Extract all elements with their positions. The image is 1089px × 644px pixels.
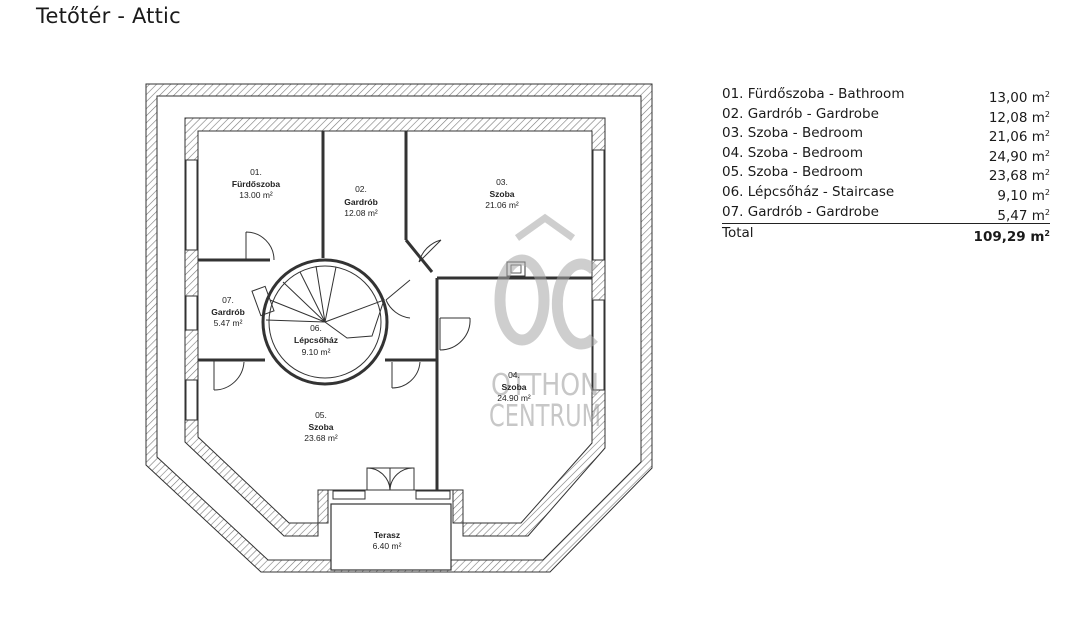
area-row-label: 05. Szoba - Bedroom bbox=[722, 164, 864, 181]
area-row-value: 23,68 m bbox=[988, 168, 1045, 185]
room-05-name: Szoba bbox=[308, 422, 333, 432]
area-row-value: 24,90 m bbox=[988, 148, 1045, 165]
room-01-area: 13.00 m² bbox=[239, 190, 273, 200]
area-total-row: Total 109,29 m2 bbox=[722, 223, 1050, 246]
watermark: OTTHON CENTRUM bbox=[489, 213, 601, 434]
room-01-number: 01. bbox=[250, 167, 262, 177]
room-02-area: 12.08 m² bbox=[344, 208, 378, 218]
area-row: 04. Szoba - Bedroom 24,90 m2 bbox=[722, 144, 1050, 165]
area-unit-sup: 2 bbox=[1044, 229, 1050, 239]
room-05-number: 05. bbox=[315, 410, 327, 420]
area-unit-sup: 2 bbox=[1044, 109, 1050, 119]
room-04-number: 04. bbox=[508, 370, 520, 380]
room-labels: 01. Fürdőszoba 13.00 m² 02. Gardrób 12.0… bbox=[211, 167, 531, 551]
watermark-o-shape bbox=[494, 254, 550, 346]
area-total-label: Total bbox=[722, 225, 754, 242]
terrace-area: 6.40 m² bbox=[373, 541, 402, 551]
room-03-number: 03. bbox=[496, 177, 508, 187]
area-row: 06. Lépcsőház - Staircase 9,10 m2 bbox=[722, 183, 1050, 204]
area-row: 03. Szoba - Bedroom 21,06 m2 bbox=[722, 124, 1050, 146]
area-table: 01. Fürdőszoba - Bathroom 13,00 m2 02. G… bbox=[722, 85, 1050, 246]
area-row-label: 07. Gardrób - Gardrobe bbox=[722, 203, 879, 220]
terrace-name: Terasz bbox=[374, 530, 400, 540]
room-03-area: 21.06 m² bbox=[485, 200, 519, 210]
area-unit-sup: 2 bbox=[1044, 207, 1050, 217]
room-05-area: 23.68 m² bbox=[304, 433, 338, 443]
area-total-value: 109,29 m bbox=[973, 229, 1045, 246]
room-07-name: Gardrób bbox=[211, 307, 245, 317]
area-row-value: 13,00 m bbox=[988, 90, 1045, 106]
room-02-number: 02. bbox=[355, 184, 367, 194]
area-row-label: 06. Lépcsőház - Staircase bbox=[722, 183, 895, 200]
outer-parapet-wall bbox=[145, 83, 653, 573]
area-row: 05. Szoba - Bedroom 23,68 m2 bbox=[722, 163, 1050, 185]
watermark-house-icon bbox=[514, 213, 576, 241]
area-unit-sup: 2 bbox=[1044, 148, 1050, 158]
watermark-line2: CENTRUM bbox=[489, 399, 601, 434]
room-07-number: 07. bbox=[222, 295, 234, 305]
watermark-c-shape bbox=[551, 258, 598, 350]
room-04-area: 24.90 m² bbox=[497, 393, 531, 403]
doors bbox=[213, 231, 471, 491]
room-04-name: Szoba bbox=[501, 382, 526, 392]
room-03-name: Szoba bbox=[489, 189, 514, 199]
room-07-area: 5.47 m² bbox=[214, 318, 243, 328]
area-row: 07. Gardrób - Gardrobe 5,47 m2 bbox=[722, 203, 1050, 224]
area-row-value: 12,08 m bbox=[988, 109, 1045, 126]
area-row-value: 9,10 m bbox=[997, 187, 1045, 204]
area-unit-sup: 2 bbox=[1044, 90, 1050, 99]
spiral-staircase bbox=[251, 258, 389, 386]
watermark-line1: OTTHON bbox=[491, 368, 599, 403]
room-06-name: Lépcsőház bbox=[294, 335, 338, 345]
windows bbox=[185, 149, 605, 500]
area-unit-sup: 2 bbox=[1044, 129, 1050, 139]
area-row-label: 01. Fürdőszoba - Bathroom bbox=[722, 86, 905, 102]
area-row-label: 03. Szoba - Bedroom bbox=[722, 125, 864, 142]
room-02-name: Gardrób bbox=[344, 197, 378, 207]
area-row-value: 5,47 m bbox=[997, 207, 1045, 224]
area-row: 01. Fürdőszoba - Bathroom 13,00 m2 bbox=[722, 85, 1050, 106]
room-06-number: 06. bbox=[310, 323, 322, 333]
area-row: 02. Gardrób - Gardrobe 12,08 m2 bbox=[722, 105, 1050, 126]
area-row-label: 04. Szoba - Bedroom bbox=[722, 144, 864, 161]
area-unit-sup: 2 bbox=[1044, 168, 1050, 178]
area-row-value: 21,06 m bbox=[988, 129, 1045, 146]
page-title: Tetőtér - Attic bbox=[36, 4, 181, 28]
room-01-name: Fürdőszoba bbox=[232, 179, 280, 189]
room-06-area: 9.10 m² bbox=[302, 347, 331, 357]
terrace bbox=[330, 503, 452, 571]
area-unit-sup: 2 bbox=[1044, 187, 1050, 197]
area-row-label: 02. Gardrób - Gardrobe bbox=[722, 105, 879, 122]
